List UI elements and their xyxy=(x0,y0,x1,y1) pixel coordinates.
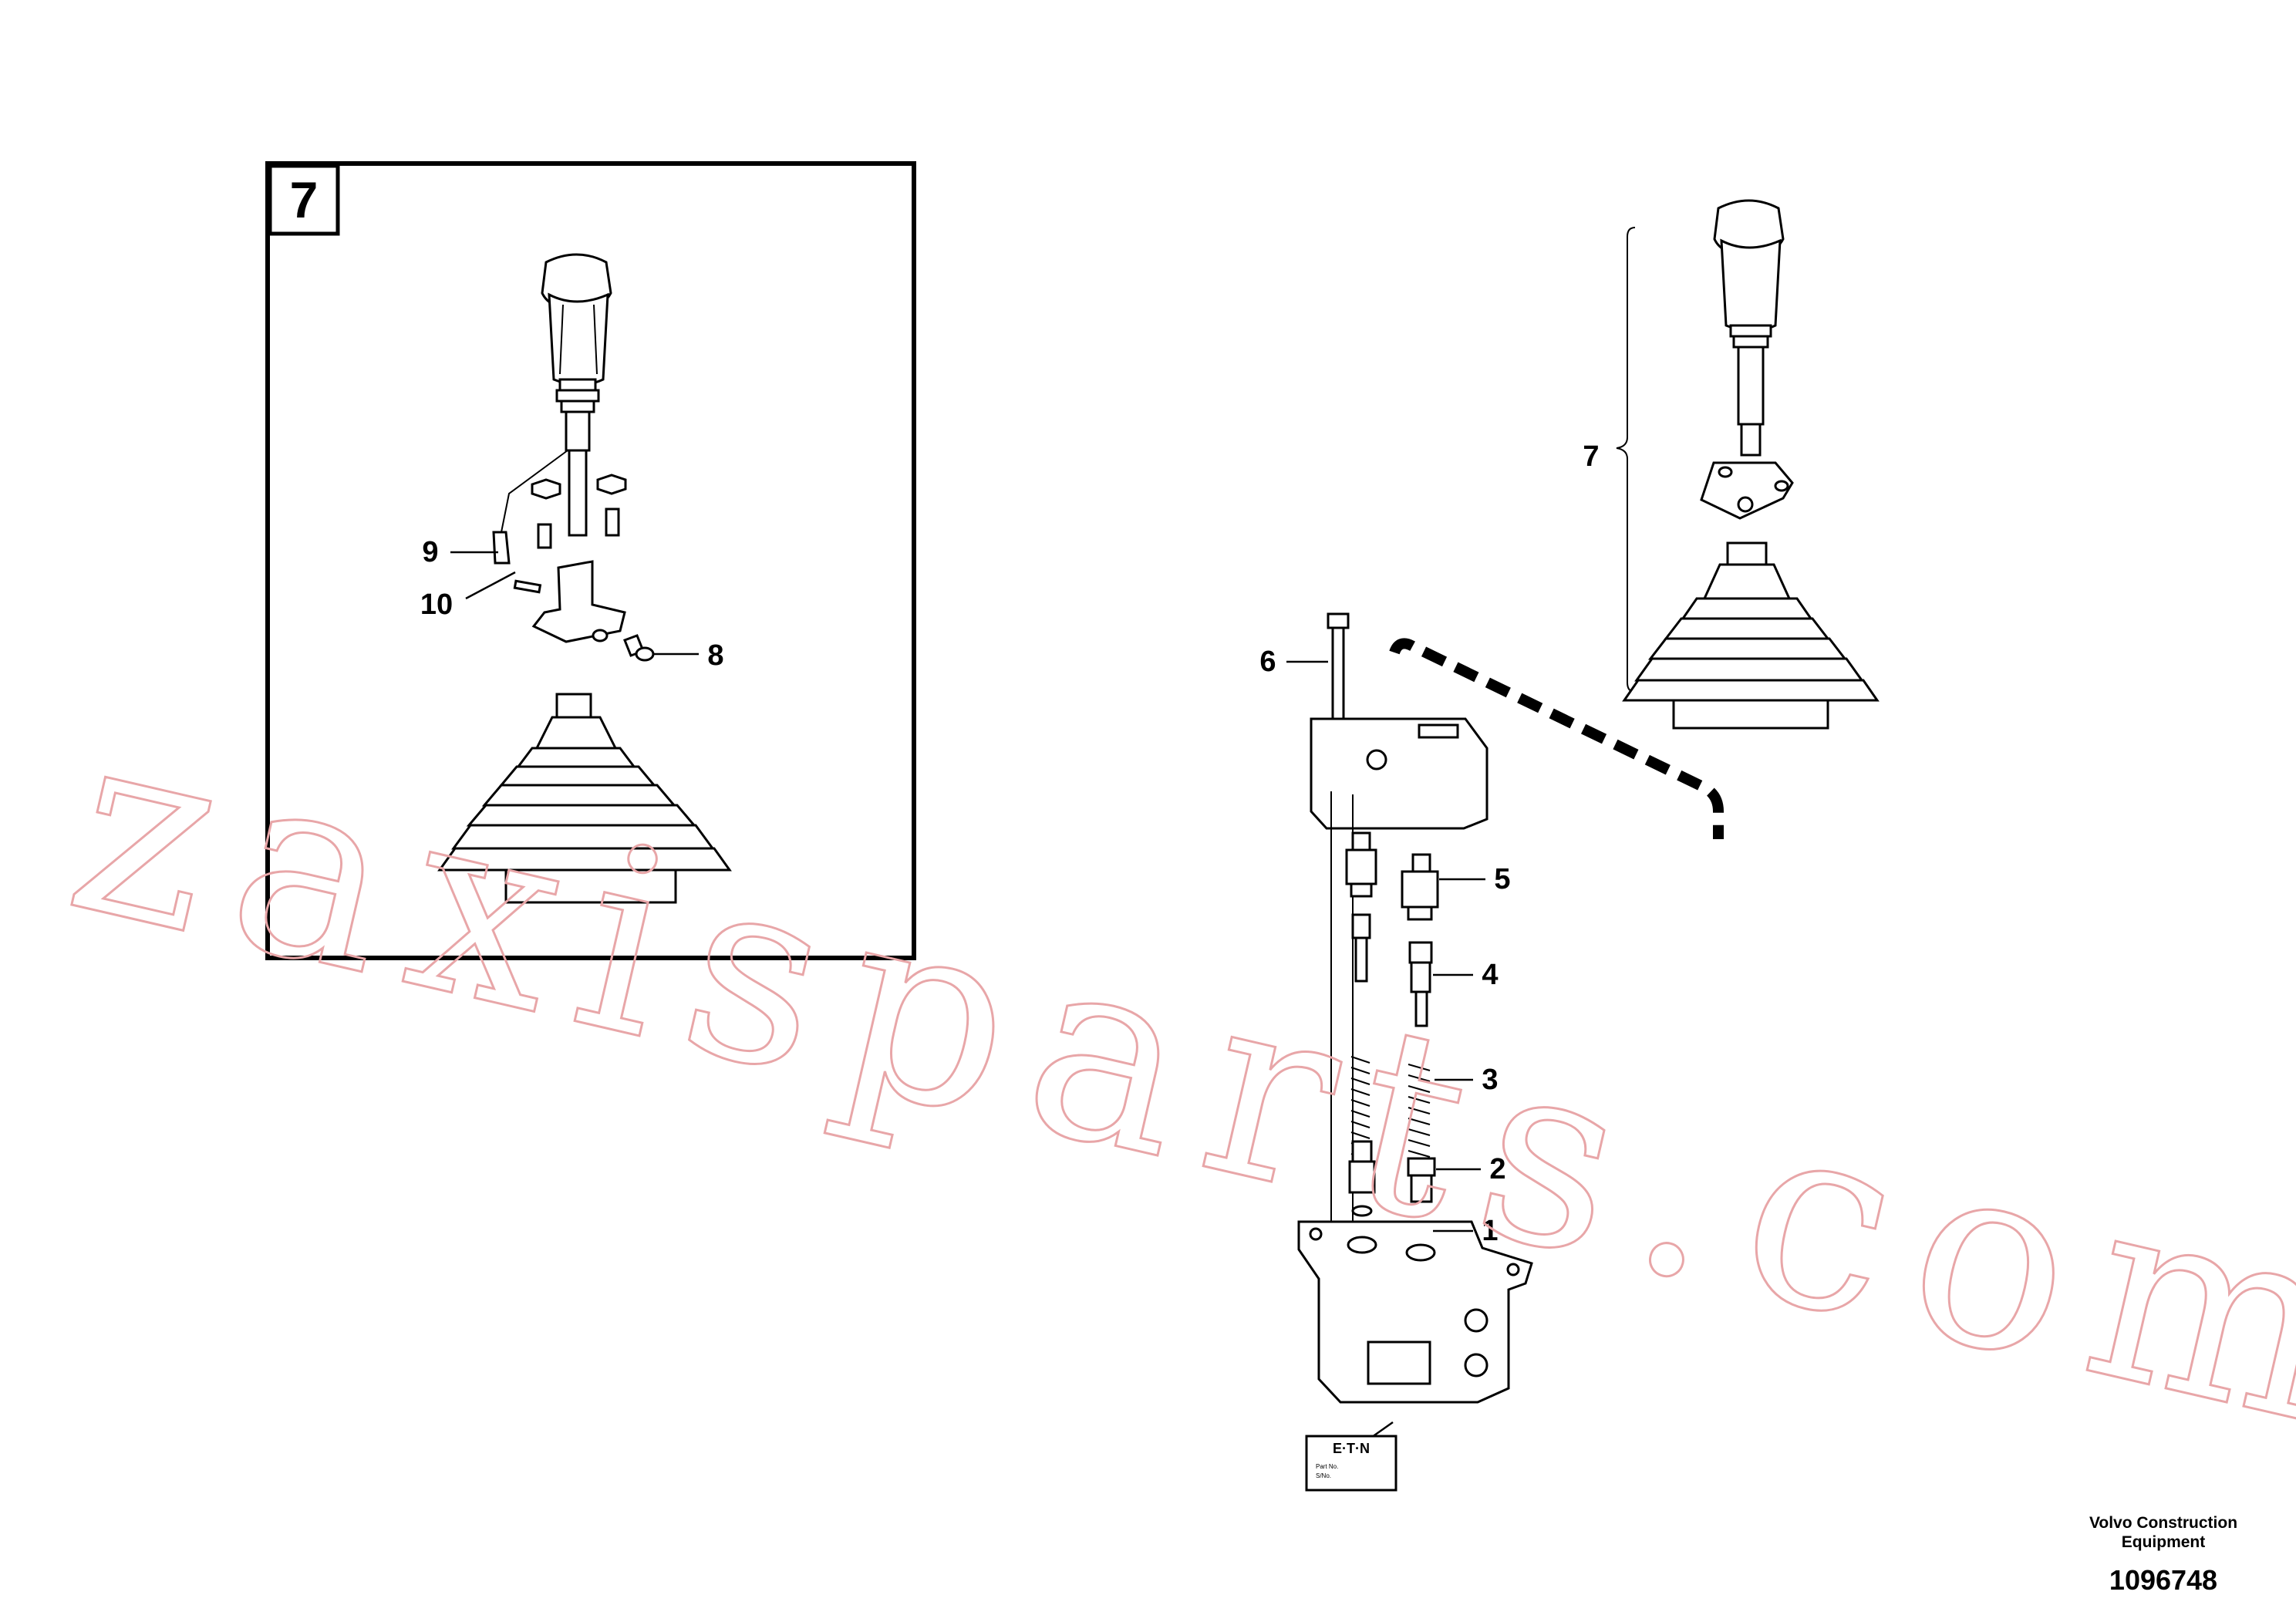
svg-text:1: 1 xyxy=(1482,1215,1498,1247)
svg-text:S/No.: S/No. xyxy=(1316,1472,1331,1479)
dashed-connector xyxy=(1389,638,1724,839)
joystick-handle xyxy=(541,253,612,537)
joystick-assembly: 7 xyxy=(1583,199,1880,730)
svg-text:E·T·N: E·T·N xyxy=(1333,1441,1370,1456)
svg-text:10: 10 xyxy=(420,588,453,621)
callout-1: 1 xyxy=(1433,1215,1499,1247)
svg-text:Part No.: Part No. xyxy=(1316,1463,1338,1470)
svg-text:3: 3 xyxy=(1482,1064,1498,1096)
inset-number: 7 xyxy=(290,171,319,228)
svg-text:6: 6 xyxy=(1259,646,1276,678)
callout-6: 6 xyxy=(1259,646,1328,678)
callout-3: 3 xyxy=(1435,1064,1499,1096)
eaton-nameplate: E·T·N Part No. S/No. xyxy=(1305,1435,1397,1492)
svg-text:9: 9 xyxy=(422,536,438,568)
callout-9: 9 xyxy=(422,536,498,568)
watermark-text: zaxisparts.com xyxy=(48,673,2296,1487)
callout-8: 8 xyxy=(654,639,724,672)
svg-text:8: 8 xyxy=(707,639,723,672)
callout-4: 4 xyxy=(1433,959,1499,991)
valve-stack: E·T·N Part No. S/No. xyxy=(1297,612,1533,1492)
inset-box: 7 xyxy=(265,161,916,960)
rubber-boot xyxy=(437,693,732,904)
svg-text:2: 2 xyxy=(1489,1153,1505,1185)
callout-5: 5 xyxy=(1439,863,1511,895)
small-hardware xyxy=(513,474,627,594)
title-block: Volvo Construction Equipment 1096748 xyxy=(2079,1513,2248,1597)
callout-2: 2 xyxy=(1436,1153,1506,1185)
pivot-bracket xyxy=(531,560,655,662)
company-name: Volvo Construction Equipment xyxy=(2089,1514,2238,1551)
svg-text:4: 4 xyxy=(1482,959,1498,991)
callout-7: 7 xyxy=(1583,440,1599,473)
drawing-number: 1096748 xyxy=(2109,1564,2218,1596)
callout-10: 10 xyxy=(420,571,516,621)
svg-text:5: 5 xyxy=(1494,863,1510,895)
svg-text:7: 7 xyxy=(1583,440,1599,473)
